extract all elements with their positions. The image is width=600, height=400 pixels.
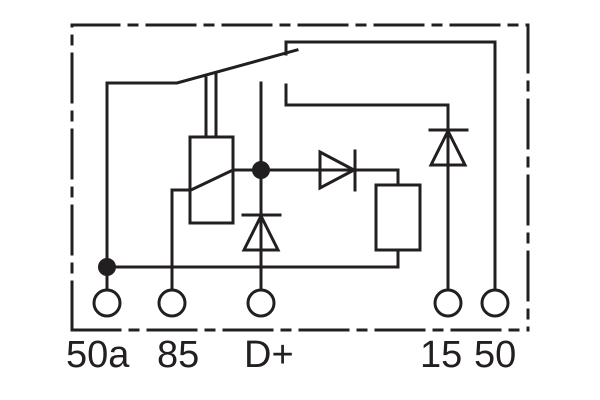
housing-outline <box>70 23 530 332</box>
relay-coil <box>170 73 263 292</box>
terminal-label-85: 85 <box>157 334 200 376</box>
terminal-50 <box>480 288 510 318</box>
terminal-label-15: 15 <box>420 334 463 376</box>
diode-d-plus <box>241 212 282 252</box>
switch-contact <box>105 40 497 292</box>
terminal-label-50a: 50a <box>66 334 130 376</box>
terminal-85 <box>157 288 187 318</box>
terminals <box>92 288 510 318</box>
terminal-50a <box>92 288 122 318</box>
terminal-label-d-plus: D+ <box>244 334 294 376</box>
diode-15 <box>428 127 469 167</box>
terminal-d-plus <box>246 288 276 318</box>
d-plus-line <box>241 81 282 292</box>
terminal-15 <box>433 288 463 318</box>
resistor <box>105 168 422 269</box>
diode-horizontal <box>259 149 400 192</box>
terminal-label-50: 50 <box>474 334 517 376</box>
